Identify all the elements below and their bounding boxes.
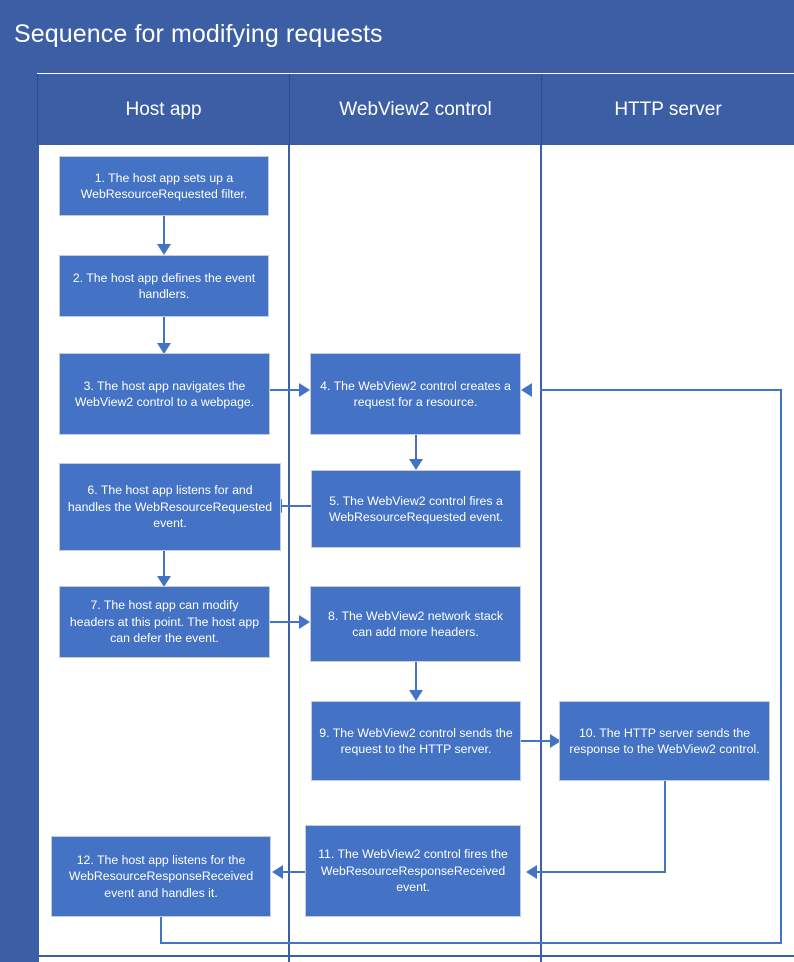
process-box-12[interactable]: 12. The host app listens for the WebReso… — [51, 836, 271, 917]
diagram-title: Sequence for modifying requests — [14, 20, 383, 48]
process-box-4-label: 4. The WebView2 control creates a reques… — [320, 378, 511, 409]
process-box-8-label: 8. The WebView2 network stack can add mo… — [328, 608, 503, 639]
process-box-11[interactable]: 11. The WebView2 control fires the WebRe… — [305, 825, 521, 917]
pool-label-bar — [0, 73, 37, 962]
connector-2-to-3 — [163, 317, 165, 345]
lane-header-webview2-control-label: WebView2 control — [339, 98, 492, 120]
process-box-10[interactable]: 10. The HTTP server sends the response t… — [559, 701, 770, 781]
connector-6-to-7 — [163, 551, 165, 578]
process-box-8[interactable]: 8. The WebView2 network stack can add mo… — [310, 586, 521, 662]
process-box-5-label: 5. The WebView2 control fires a WebResou… — [328, 493, 504, 524]
process-box-6[interactable]: 6. The host app listens for and handles … — [59, 463, 281, 551]
process-box-12-label: 12. The host app listens for the WebReso… — [68, 852, 254, 900]
process-box-6-label: 6. The host app listens for and handles … — [67, 483, 273, 531]
arrowhead-7-to-8 — [299, 615, 310, 629]
arrowhead-8-to-9 — [409, 690, 423, 701]
arrowhead-9-to-10 — [550, 734, 561, 748]
connector-5-to-6 — [281, 505, 312, 507]
lane-header-http-server-label: HTTP server — [614, 98, 722, 120]
process-box-4[interactable]: 4. The WebView2 control creates a reques… — [310, 353, 521, 435]
lane-header-host-app-label: Host app — [125, 98, 202, 120]
connector-loop-right-riser — [780, 389, 782, 944]
lane-header-http-server: HTTP server — [541, 74, 794, 145]
arrowhead-1-to-2 — [157, 244, 171, 255]
connector-3-to-4 — [270, 389, 302, 391]
lane-header-host-app: Host app — [37, 74, 289, 145]
process-box-9-label: 9. The WebView2 control sends the reques… — [319, 725, 513, 756]
process-box-2[interactable]: 2. The host app defines the event handle… — [59, 255, 269, 317]
arrowhead-11-to-12 — [272, 865, 283, 879]
process-box-10-label: 10. The HTTP server sends the response t… — [569, 725, 760, 756]
process-box-1-label: 1. The host app sets up a WebResourceReq… — [80, 170, 248, 201]
lane-divider-1 — [288, 145, 290, 962]
process-box-3-label: 3. The host app navigates the WebView2 c… — [74, 378, 255, 409]
process-box-3[interactable]: 3. The host app navigates the WebView2 c… — [59, 353, 270, 435]
arrowhead-4-to-5 — [409, 459, 423, 470]
connector-loop-top-into-4 — [540, 389, 782, 391]
connector-1-to-2 — [163, 216, 165, 246]
process-box-11-label: 11. The WebView2 control fires the WebRe… — [318, 847, 508, 895]
arrowhead-2-to-3 — [157, 343, 171, 354]
connector-4-to-5 — [415, 435, 417, 461]
lane-bottom-border — [37, 955, 794, 957]
process-box-1[interactable]: 1. The host app sets up a WebResourceReq… — [59, 156, 269, 216]
process-box-9[interactable]: 9. The WebView2 control sends the reques… — [311, 701, 521, 781]
connector-10-to-11-vertical — [664, 781, 666, 873]
connector-10-to-11-horizontal — [537, 871, 666, 873]
lane-divider-2 — [540, 145, 542, 962]
process-box-7[interactable]: 7. The host app can modify headers at th… — [59, 586, 270, 658]
arrowhead-10-to-11 — [526, 865, 537, 879]
process-box-2-label: 2. The host app defines the event handle… — [72, 270, 256, 301]
arrowhead-6-to-7 — [157, 576, 171, 587]
connector-8-to-9 — [415, 662, 417, 692]
lane-header-webview2-control: WebView2 control — [289, 74, 541, 145]
connector-7-to-8 — [270, 621, 302, 623]
connector-9-to-10 — [521, 740, 553, 742]
arrowhead-loop-into-4 — [521, 383, 532, 397]
connector-11-to-12 — [283, 871, 309, 873]
process-box-5[interactable]: 5. The WebView2 control fires a WebResou… — [311, 470, 521, 548]
arrowhead-3-to-4 — [299, 383, 310, 397]
connector-loop-down-from-12 — [160, 917, 162, 944]
process-box-7-label: 7. The host app can modify headers at th… — [69, 598, 260, 646]
lane-divider-left — [37, 145, 39, 962]
diagram-title-bar: Sequence for modifying requests — [0, 0, 794, 73]
connector-loop-bottom — [160, 942, 782, 944]
